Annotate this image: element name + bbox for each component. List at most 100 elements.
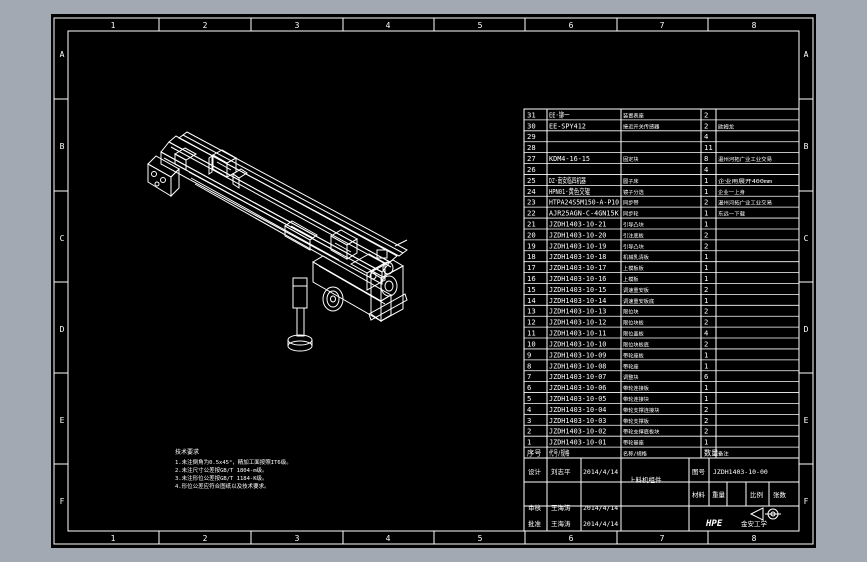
zone-row-b: B — [60, 142, 65, 151]
bom-cell-name: 接近开关传感器 — [623, 122, 660, 130]
bom-cell-no: 11 — [527, 329, 536, 338]
bom-cell-name: 限位块板 — [623, 319, 645, 327]
bom-cell-no: 12 — [527, 318, 536, 327]
upper-bracket — [284, 220, 318, 251]
check-date: 2014/4/14 — [583, 504, 618, 512]
zone-col-4: 4 — [386, 21, 391, 30]
bom-cell-no: 18 — [527, 252, 536, 261]
bom-cell-no: 13 — [527, 307, 536, 316]
bom-cell-qty: 1 — [704, 361, 708, 370]
bom-cell-name: 限位块板底 — [623, 340, 649, 348]
bom-cell-qty: 2 — [704, 307, 708, 316]
bom-cell-code: JZDH1403-10-02 — [549, 427, 606, 436]
bom-cell-qty: 2 — [704, 318, 708, 327]
bom-cell-qty: 2 — [704, 110, 708, 119]
zone-col-6-bottom: 6 — [569, 534, 574, 543]
bom-cell-no: 21 — [527, 219, 536, 228]
bom-cell-code: HPN01·黄色交辊 — [549, 187, 590, 196]
bom-cell-name: 带轮支撑连接块 — [623, 406, 660, 414]
zone-col-5: 5 — [478, 21, 483, 30]
zone-row-e: E — [60, 416, 65, 425]
bom-cell-code: JZDH1403-10-10 — [549, 339, 606, 348]
tensioner-block — [330, 229, 358, 260]
bom-cell-code: JZDH1403-10-12 — [549, 318, 606, 327]
bom-cell-qty: 2 — [704, 416, 708, 425]
bom-cell-no: 29 — [527, 132, 536, 141]
linear-rail — [160, 131, 408, 285]
bom-cell-qty: 1 — [704, 394, 708, 403]
bom-cell-code: JZDH1403-10-13 — [549, 307, 606, 316]
bom-cell-name: 带轮座板 — [623, 351, 645, 359]
company-name: 金安工学 — [741, 519, 768, 528]
bom-cell-code: EE·铆一 — [549, 110, 570, 119]
bom-cell-code: JZDH1403-10-16 — [549, 274, 606, 283]
bom-cell-qty: 8 — [704, 154, 708, 163]
bom-cell-no: 20 — [527, 230, 536, 239]
bom-cell-no: 7 — [527, 372, 531, 381]
bom-cell-code: JZDH1403-10-04 — [549, 405, 606, 414]
bom-cell-code: JZDH1403-10-03 — [549, 416, 606, 425]
zone-row-c: C — [60, 234, 65, 243]
note-line-1: 1.未注倒角为0.5x45°，精加工面按照IT6级。 — [175, 458, 292, 466]
bom-cell-name: 调速重安板底 — [623, 297, 654, 305]
zone-row-e-right: E — [804, 416, 809, 425]
bom-cell-code: JZDH1403-10-01 — [549, 438, 606, 447]
bom-cell-name: 带轮基座 — [623, 439, 644, 447]
notes-title: 技术要求 — [175, 448, 199, 456]
note-line-2: 2.未注尺寸公差按GB/T 1804-m级。 — [175, 466, 268, 474]
title-block — [523, 457, 800, 532]
bom-cell-no: 10 — [527, 339, 536, 348]
bom-cell-name: 同步轮 — [623, 210, 639, 218]
approve-date: 2014/4/14 — [583, 520, 618, 528]
bom-cell-qty: 4 — [704, 132, 708, 141]
bearing-support — [368, 259, 408, 322]
bom-cell-name: 固定块 — [623, 155, 639, 163]
bom-cell-name: 镜子分选 — [623, 188, 644, 196]
left-end-cap — [147, 147, 198, 198]
bom-cell-code: JZDH1403-10-05 — [549, 394, 606, 403]
bom-cell-qty: 1 — [704, 438, 708, 447]
checker-name: 王海涛 — [551, 503, 571, 512]
bom-cell-name: 调速重安板 — [623, 286, 650, 294]
zone-row-c-right: C — [804, 234, 809, 243]
cad-drawing: 1 2 3 4 5 6 7 8 1 2 3 4 5 6 7 8 A B C D … — [53, 17, 814, 545]
weight-label: 重量 — [712, 491, 726, 499]
bom-cell-code: JZDH1403-10-20 — [549, 230, 606, 239]
zone-col-3: 3 — [295, 21, 300, 30]
bom-cell-code: DZ·南安临四机器 — [549, 176, 586, 185]
bom-cell-no: 30 — [527, 121, 536, 130]
bom-cell-code: JZDH1403-10-09 — [549, 350, 606, 359]
zone-col-2-bottom: 2 — [203, 534, 208, 543]
drawing-no: JZDH1403-10-00 — [713, 468, 768, 476]
bom-cell-note: 温州河拓广业工业交易 — [718, 199, 772, 207]
bom-cell-name: 带轮座 — [623, 362, 639, 370]
bom-cell-code: JZDH1403-10-18 — [549, 252, 606, 261]
bom-cell-name: 引导凸块 — [623, 220, 645, 228]
bom-cell-qty: 2 — [704, 198, 708, 207]
zone-ticks — [54, 18, 813, 544]
bom-cell-no: 28 — [527, 143, 536, 152]
bom-cell-code: AJR25AGN-C-4GN15K — [549, 209, 619, 218]
bom-cell-qty: 1 — [704, 187, 708, 196]
bom-cell-no: 15 — [527, 285, 536, 294]
note-line-4: 4.形位公差应符合图纸以及技术要求。 — [175, 482, 270, 490]
bom-cell-qty: 11 — [704, 143, 713, 152]
zone-col-4-bottom: 4 — [386, 534, 391, 543]
carriage-block — [208, 149, 248, 189]
bom-cell-qty: 2 — [704, 241, 708, 250]
bom-cell-note: 东远一下载 — [718, 210, 745, 218]
bom-cell-name: 圆子床 — [623, 177, 639, 185]
bom-cell-code: JZDH1403-10-21 — [549, 219, 606, 228]
projection-symbol — [749, 507, 781, 521]
bom-cell-note: 企业一上身 — [718, 188, 745, 196]
bom-cell-code: 代号/规格 — [549, 449, 570, 458]
note-line-3: 3.未注形位公差按GB/T 1184-K级。 — [175, 474, 268, 482]
bom-cell-no: 3 — [527, 416, 531, 425]
bom-cell-qty: 2 — [704, 427, 708, 436]
bom-cell-code: JZDH1403-10-17 — [549, 263, 606, 272]
bom-cell-code: JZDH1403-10-11 — [549, 329, 606, 338]
bom-cell-note: 温州河拓广业工业交易 — [718, 155, 772, 163]
bom-cell-no: 23 — [527, 198, 536, 207]
bom-cell-no: 27 — [527, 154, 536, 163]
